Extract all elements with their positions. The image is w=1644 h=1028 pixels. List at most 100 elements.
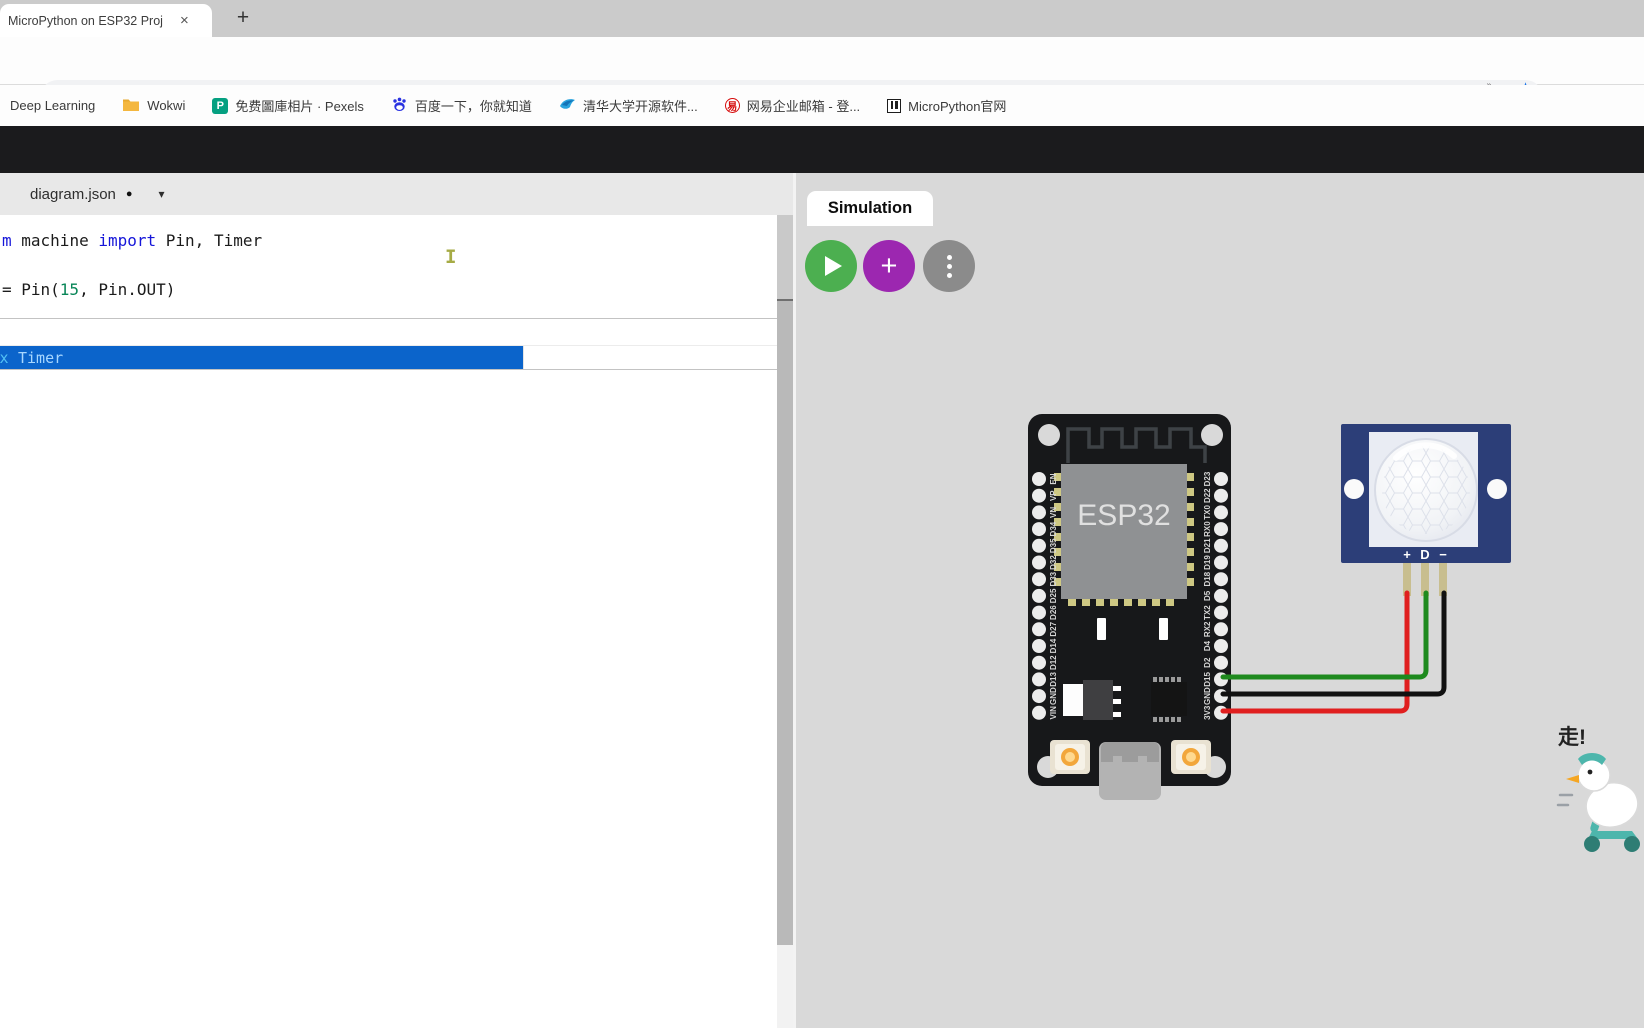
- svg-text:D18: D18: [1203, 571, 1212, 586]
- editor-scrollbar[interactable]: [777, 215, 793, 1028]
- en-button[interactable]: [1159, 618, 1168, 640]
- code-line-2: = Pin(15, Pin.OUT): [2, 280, 176, 299]
- pir-pins: [1403, 563, 1447, 596]
- bookmark-netease-mail[interactable]: 易 网易企业邮箱 - 登...: [724, 96, 860, 115]
- svg-text:RX2: RX2: [1203, 621, 1212, 637]
- suggestion-label: Timer: [18, 348, 64, 367]
- tactile-button[interactable]: [1050, 740, 1090, 774]
- wire-signal[interactable]: [1220, 590, 1429, 680]
- fresnel-dome: [1374, 438, 1478, 542]
- duck-illustration: [1556, 753, 1640, 852]
- bookmark-micropython[interactable]: MicroPython官网: [887, 96, 1006, 115]
- duck-sticker: 走!: [1554, 721, 1644, 856]
- code-line-1: m machine import Pin, Timer: [2, 231, 263, 250]
- diagram-canvas[interactable]: ESP32 EN VP VN D34 D35 D32 D33 D25 D26: [796, 173, 1644, 1028]
- svg-text:D15: D15: [1203, 672, 1212, 687]
- autocomplete-row[interactable]: [0, 319, 778, 346]
- tab-close-icon[interactable]: ×: [180, 12, 189, 29]
- svg-text:D5: D5: [1203, 590, 1212, 601]
- svg-text:D19: D19: [1203, 555, 1212, 570]
- run-simulation-button[interactable]: [805, 240, 857, 292]
- new-tab-button[interactable]: +: [236, 6, 250, 29]
- esp32-board[interactable]: ESP32 EN VP VN D34 D35 D32 D33 D25 D26: [1028, 414, 1231, 800]
- svg-text:D21: D21: [1203, 538, 1212, 553]
- svg-text:D13: D13: [1049, 672, 1058, 687]
- simulation-pane: Simulation +: [796, 173, 1644, 1028]
- svg-text:VP: VP: [1049, 490, 1058, 501]
- boot-button[interactable]: [1097, 618, 1106, 640]
- usb-serial-chip: [1151, 677, 1187, 722]
- wire-vcc[interactable]: [1220, 590, 1410, 714]
- scrollbar-thumb[interactable]: [777, 301, 793, 945]
- svg-text:D14: D14: [1049, 638, 1058, 653]
- svg-text:D32: D32: [1049, 555, 1058, 570]
- file-tab-diagram-json[interactable]: diagram.json: [30, 185, 116, 203]
- sticker-text: 走!: [1558, 726, 1586, 749]
- pane-divider[interactable]: [793, 173, 796, 1028]
- more-options-button[interactable]: [923, 240, 975, 292]
- svg-text:D2: D2: [1203, 657, 1212, 668]
- svg-text:D: D: [1420, 547, 1429, 562]
- bookmark-pexels[interactable]: P 免费圖庫相片 · Pexels: [212, 96, 364, 115]
- autocomplete-selected-row[interactable]: x Timer: [0, 346, 523, 369]
- tab-simulation[interactable]: Simulation: [807, 191, 933, 226]
- tuna-mirror-icon: [559, 97, 576, 115]
- folder-icon: [122, 97, 140, 115]
- pin-labels: EN VP VN D34 D35 D32 D33 D25 D26 D27 D14…: [1049, 471, 1212, 720]
- mounting-hole: [1038, 424, 1060, 446]
- svg-text:D4: D4: [1203, 640, 1212, 651]
- tab-title: MicroPython on ESP32 Proj: [8, 13, 163, 28]
- wires: [1220, 590, 1447, 714]
- esp32-label: ESP32: [1077, 499, 1170, 532]
- tactile-button[interactable]: [1171, 740, 1211, 774]
- antenna-trace: [1066, 427, 1207, 463]
- bookmarks-bar: Deep Learning Wokwi P 免费圖庫相片 · Pexels 百度…: [0, 85, 1644, 126]
- svg-text:GND: GND: [1049, 687, 1058, 705]
- svg-text:D27: D27: [1049, 621, 1058, 636]
- svg-text:GND: GND: [1203, 687, 1212, 705]
- mounting-hole: [1201, 424, 1223, 446]
- text-cursor: I: [445, 246, 457, 268]
- esp32-chip: [1061, 464, 1187, 599]
- symbol-icon: x: [0, 348, 9, 367]
- bookmark-tsinghua-mirror[interactable]: 清华大学开源软件...: [559, 96, 698, 115]
- bookmark-deep-learning[interactable]: Deep Learning: [10, 98, 96, 113]
- autocomplete-widget: x Timer: [0, 318, 779, 370]
- micropython-icon: [887, 98, 902, 113]
- svg-text:−: −: [1439, 547, 1447, 562]
- svg-text:D25: D25: [1049, 588, 1058, 603]
- svg-text:TX0: TX0: [1203, 505, 1212, 520]
- svg-text:D22: D22: [1203, 488, 1212, 503]
- svg-text:EN: EN: [1049, 473, 1058, 484]
- svg-text:TX2: TX2: [1203, 605, 1212, 620]
- mounting-hole: [1487, 479, 1507, 499]
- pin-holes: [1032, 472, 1228, 720]
- svg-text:D26: D26: [1049, 605, 1058, 620]
- bookmark-wokwi-folder[interactable]: Wokwi: [122, 97, 185, 115]
- svg-text:+: +: [1403, 547, 1411, 562]
- bookmark-baidu[interactable]: 百度一下，你就知道: [391, 96, 532, 116]
- voltage-regulator: [1083, 680, 1113, 720]
- add-part-button[interactable]: +: [863, 240, 915, 292]
- mounting-hole: [1344, 479, 1364, 499]
- address-toolbar: ⌂ https://wokwi.com/projects/new/micropy…: [0, 37, 1644, 115]
- pir-pin-labels: + D −: [1403, 547, 1447, 562]
- pir-sensor[interactable]: + D −: [1341, 424, 1511, 596]
- play-icon: [825, 256, 842, 276]
- usb-connector: [1099, 742, 1161, 800]
- wire-gnd[interactable]: [1220, 590, 1447, 697]
- svg-text:RX0: RX0: [1203, 521, 1212, 537]
- file-menu-caret-icon[interactable]: ▾: [158, 187, 165, 201]
- browser-tab-bar: MicroPython on ESP32 Proj × +: [0, 0, 1644, 37]
- svg-text:3V3: 3V3: [1203, 705, 1212, 720]
- pexels-icon: P: [212, 97, 229, 114]
- autocomplete-detail-pane: [523, 346, 777, 369]
- regulator-tab: [1063, 684, 1083, 716]
- chip-pads: [1054, 473, 1194, 606]
- svg-text:D12: D12: [1049, 655, 1058, 670]
- svg-text:VIN: VIN: [1049, 706, 1058, 720]
- editor-file-tab-bar: diagram.json ● ▾: [0, 173, 793, 215]
- browser-tab[interactable]: MicroPython on ESP32 Proj ×: [0, 4, 212, 37]
- svg-text:D23: D23: [1203, 471, 1212, 486]
